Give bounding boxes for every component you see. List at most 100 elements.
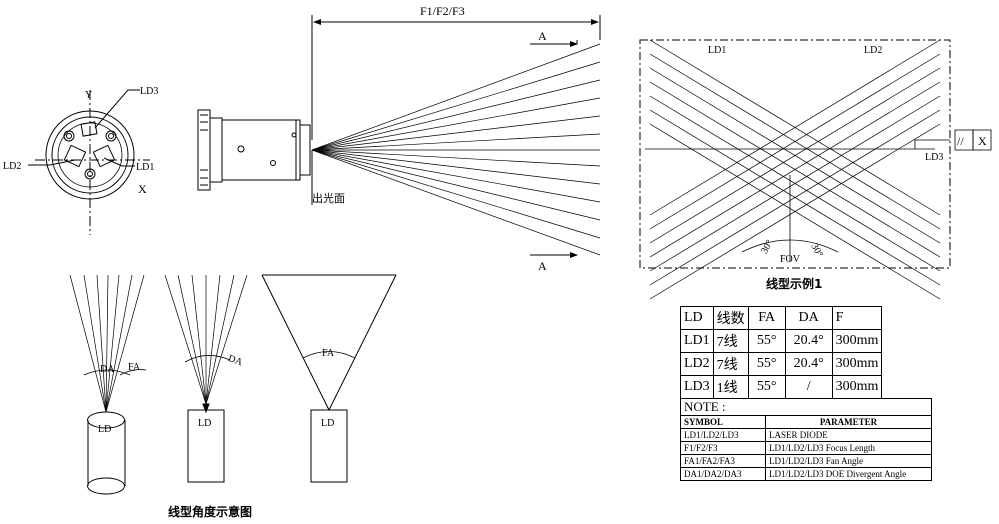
beam-line (311, 149, 601, 185)
fan-line (191, 274, 207, 405)
fov-angle-left: 30° (759, 238, 776, 256)
table-cell: 20.4° (784, 329, 833, 353)
table-cell: 20.4° (784, 352, 833, 376)
note-title: NOTE : (680, 398, 932, 416)
note-cell: LD1/LD2/LD3 DOE Divergent Angle (765, 467, 932, 481)
note-title-row: NOTE : (680, 398, 932, 416)
table-header-row: LD 线数 FA DA F (680, 306, 883, 330)
fov-angle-right: 30° (808, 242, 825, 260)
table-cell: 55° (747, 352, 786, 376)
table-cell: 7线 (712, 329, 749, 353)
front-ld1-label: LD1 (136, 162, 154, 173)
beam-line (311, 61, 601, 151)
beam-line (311, 115, 601, 151)
table-row: LD1 7线 55° 20.4° 300mm (680, 329, 883, 353)
beam-line (311, 149, 601, 203)
fig2-da-label: DA (227, 353, 245, 369)
note-cell: DA1/DA2/DA3 (680, 467, 766, 481)
fov-ld3-label: LD3 (925, 152, 943, 163)
beam-line (311, 43, 601, 151)
fan-line (105, 274, 120, 413)
fig3-fa-label: FA (322, 348, 335, 359)
fan-line (83, 274, 107, 413)
note-cell: LD1/LD2/LD3 Focus Length (765, 441, 932, 455)
fov-ld1-label: LD1 (708, 45, 726, 56)
table-cell: 300mm (831, 375, 883, 399)
ld2-line (649, 81, 941, 258)
note-header-cell: PARAMETER (765, 415, 932, 429)
fan-line (164, 274, 207, 405)
ld3-callout (914, 129, 992, 151)
beam-line (311, 97, 601, 151)
note-cell: FA1/FA2/FA3 (680, 454, 766, 468)
side-view (197, 109, 313, 205)
note-cell: LD1/LD2/LD3 (680, 428, 766, 442)
fan-line (69, 274, 107, 413)
fig1-fa-label: FA (128, 362, 141, 373)
section-a-markers (530, 40, 578, 258)
fan-line (105, 274, 145, 413)
fig-angle-caption: 线型角度示意图 (168, 504, 252, 519)
header-cell: 线数 (712, 306, 749, 330)
front-ld2-label: LD2 (3, 161, 21, 172)
fov-frame (639, 39, 951, 269)
table-cell: 300mm (831, 329, 883, 353)
exit-face-label: 出光面 (312, 191, 345, 205)
table-cell: 7线 (712, 352, 749, 376)
table-cell: LD3 (680, 375, 714, 399)
header-cell: F (831, 306, 883, 330)
note-row: LD1/LD2/LD3 LASER DIODE (680, 428, 932, 442)
header-cell: DA (784, 306, 833, 330)
header-cell: FA (747, 306, 786, 330)
fan-line (205, 274, 221, 405)
angle-fig-2 (164, 274, 248, 483)
section-a-bottom-label: A (538, 259, 547, 273)
fan-line (205, 274, 248, 405)
table-cell: 1线 (712, 375, 749, 399)
focus-length-label: F1/F2/F3 (420, 4, 465, 18)
ld2-line (649, 109, 941, 286)
fig2-ld-label: LD (198, 418, 211, 429)
fig-line-type-caption: 线型示例1 (766, 276, 822, 291)
front-y-label: Y (85, 90, 92, 101)
note-cell: F1/F2/F3 (680, 441, 766, 455)
cross-lines (649, 39, 941, 300)
note-row: F1/F2/F3 LD1/LD2/LD3 Focus Length (680, 441, 932, 455)
fig1-da-label: DA (100, 364, 115, 375)
fan-line (205, 274, 235, 405)
table-cell: 300mm (831, 352, 883, 376)
focus-dimension (311, 15, 601, 140)
parallel-axis: X (978, 134, 987, 148)
fig3-ld-label: LD (321, 418, 334, 429)
table-row: LD2 7线 55° 20.4° 300mm (680, 352, 883, 376)
ld2-line (649, 53, 941, 230)
ld2-line (649, 39, 941, 216)
beam-line (311, 149, 601, 167)
table-cell: LD2 (680, 352, 714, 376)
fov-ld2-label: LD2 (864, 45, 882, 56)
beam-fan (311, 43, 601, 256)
fov-arc (741, 175, 839, 262)
fan-line (105, 274, 109, 413)
front-ld3-label: LD3 (140, 86, 158, 97)
table-cell: 55° (747, 375, 786, 399)
fan-line (105, 274, 133, 413)
fan-line (177, 274, 207, 405)
beam-line (311, 79, 601, 151)
note-table: NOTE : SYMBOL PARAMETER LD1/LD2/LD3 LASE… (680, 398, 932, 481)
note-row: DA1/DA2/DA3 LD1/LD2/LD3 DOE Divergent An… (680, 467, 932, 481)
note-cell: LD1/LD2/LD3 Fan Angle (765, 454, 932, 468)
fov-label: FOV (780, 254, 801, 265)
ld2-line (649, 95, 941, 272)
table-cell: 55° (747, 329, 786, 353)
table-row: LD3 1线 55° / 300mm (680, 375, 883, 399)
beam-line (311, 149, 601, 239)
table-cell: / (784, 375, 833, 399)
angle-fig-3 (261, 274, 397, 483)
parallel-symbol: // (957, 134, 964, 148)
parameter-table: LD 线数 FA DA F LD1 7线 55° 20.4° 300mm LD2… (680, 306, 883, 399)
header-cell: LD (680, 306, 714, 330)
fig1-ld-label: LD (98, 424, 111, 435)
fan-line (96, 274, 107, 413)
angle-fig-1 (69, 274, 147, 495)
